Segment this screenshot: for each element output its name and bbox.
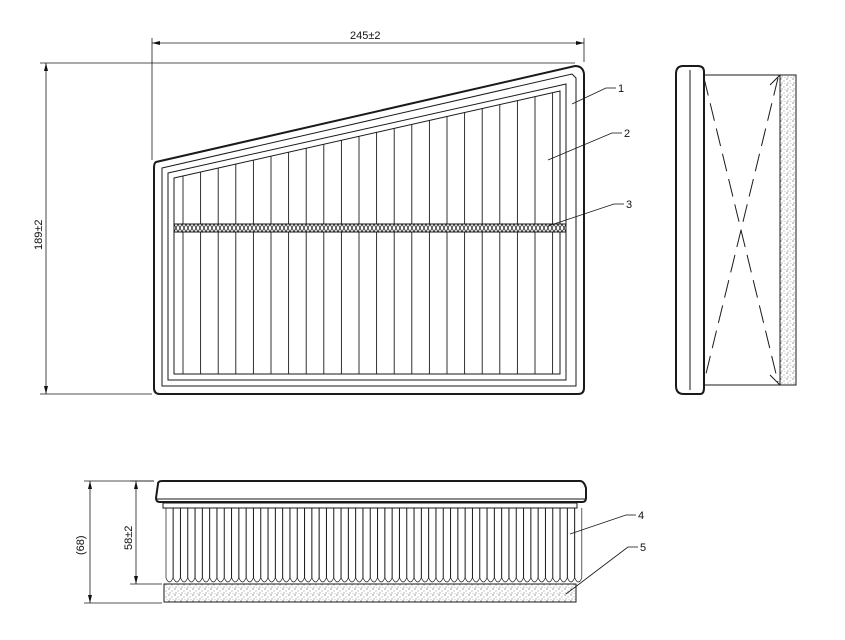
bottom-pleat bbox=[209, 508, 218, 583]
bottom-view bbox=[154, 480, 587, 603]
total-height-label: (68) bbox=[75, 535, 87, 555]
bottom-pleat bbox=[275, 508, 283, 583]
bottom-pleat bbox=[450, 508, 459, 583]
bottom-pleat bbox=[406, 508, 415, 583]
bottom-pleat bbox=[289, 508, 298, 583]
bottom-foam-gasket bbox=[163, 583, 577, 603]
front-pleats bbox=[182, 92, 554, 374]
bottom-pleat bbox=[370, 508, 378, 583]
bottom-pleat bbox=[428, 508, 437, 583]
bottom-pleat bbox=[194, 508, 203, 583]
side-view bbox=[675, 65, 797, 395]
height-dimension: 189±2 bbox=[33, 62, 575, 395]
bottom-pleat bbox=[216, 508, 225, 583]
callout-3-label: 3 bbox=[626, 199, 632, 211]
bottom-pleat bbox=[311, 508, 320, 583]
bottom-pleat bbox=[443, 508, 451, 583]
bottom-pleat bbox=[413, 508, 422, 583]
width-dimension-label: 245±2 bbox=[350, 30, 381, 42]
bottom-pleat bbox=[238, 508, 247, 583]
bottom-pleat bbox=[501, 508, 510, 583]
strip-zigzag-line bbox=[173, 223, 567, 233]
pleat-height-label: 58±2 bbox=[123, 526, 135, 550]
bottom-pleat bbox=[552, 508, 561, 583]
bottom-pleat bbox=[231, 508, 240, 583]
callout-3: 3 bbox=[547, 199, 632, 227]
bottom-pleat bbox=[516, 508, 524, 583]
bottom-pleat bbox=[421, 508, 429, 583]
callout-2: 2 bbox=[547, 128, 630, 161]
bottom-pleat bbox=[530, 508, 539, 583]
bottom-pleat bbox=[202, 508, 210, 583]
bottom-pleat bbox=[355, 508, 364, 583]
callout-4: 4 bbox=[569, 510, 644, 535]
callout-4-label: 4 bbox=[638, 510, 644, 522]
bottom-pleat bbox=[377, 508, 386, 583]
side-foam-gasket bbox=[779, 74, 797, 386]
bottom-pleat bbox=[187, 508, 196, 583]
bottom-pleat bbox=[537, 508, 546, 583]
bottom-pleat bbox=[318, 508, 327, 583]
bottom-pleat bbox=[435, 508, 444, 583]
bottom-pleat bbox=[326, 508, 334, 583]
bottom-pleat bbox=[479, 508, 488, 583]
bottom-pleat bbox=[348, 508, 356, 583]
bottom-pleat bbox=[245, 508, 254, 583]
bottom-pleat bbox=[362, 508, 371, 583]
bottom-pleat bbox=[384, 508, 393, 583]
callout-5: 5 bbox=[565, 542, 646, 595]
bottom-pleat bbox=[260, 508, 269, 583]
callout-1: 1 bbox=[571, 83, 624, 105]
bottom-pleat bbox=[559, 508, 568, 583]
bottom-pleat bbox=[391, 508, 400, 583]
pleat-height-dimension: 58±2 bbox=[123, 480, 162, 585]
bottom-pleat bbox=[486, 508, 495, 583]
callout-1-label: 1 bbox=[618, 83, 624, 95]
bottom-pleat bbox=[165, 508, 174, 583]
bottom-pleat bbox=[282, 508, 291, 583]
bottom-pleat bbox=[494, 508, 502, 583]
callout-5-label: 5 bbox=[640, 542, 646, 554]
bottom-pleat bbox=[297, 508, 305, 583]
bottom-pleat bbox=[224, 508, 232, 583]
width-dimension: 245±2 bbox=[151, 30, 585, 160]
bottom-pleat bbox=[399, 508, 407, 583]
bottom-pleat bbox=[180, 508, 188, 583]
bottom-pleat bbox=[253, 508, 261, 583]
total-height-dimension: (68) bbox=[75, 480, 162, 604]
bottom-pleat bbox=[457, 508, 466, 583]
bottom-pleat bbox=[172, 508, 181, 583]
bottom-pleat bbox=[523, 508, 532, 583]
bottom-pleats bbox=[165, 508, 583, 583]
reinforcement-strip bbox=[173, 223, 567, 233]
callout-2-label: 2 bbox=[624, 128, 630, 140]
bottom-pleat bbox=[340, 508, 349, 583]
height-dimension-label: 189±2 bbox=[33, 219, 45, 250]
bottom-pleat bbox=[567, 508, 575, 583]
strip-zigzag bbox=[173, 223, 567, 233]
bottom-pleat bbox=[472, 508, 480, 583]
bottom-pleat bbox=[267, 508, 276, 583]
bottom-pleat bbox=[508, 508, 517, 583]
bottom-pleat bbox=[545, 508, 553, 583]
bottom-pleat bbox=[464, 508, 473, 583]
bottom-pleat bbox=[304, 508, 313, 583]
bottom-pleat bbox=[333, 508, 342, 583]
front-view bbox=[153, 64, 585, 395]
bottom-pleat bbox=[574, 508, 583, 583]
